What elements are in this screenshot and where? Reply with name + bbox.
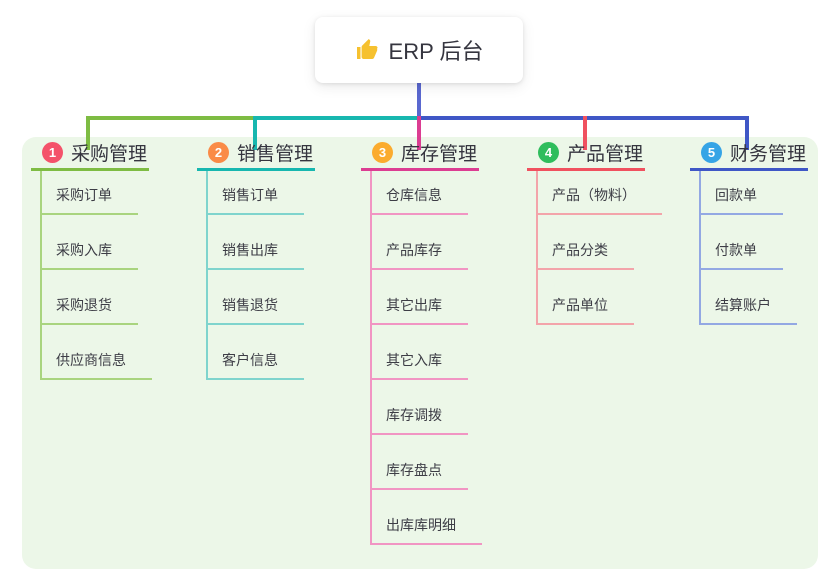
child-node[interactable]: 库存盘点 xyxy=(372,435,468,490)
branch-number-badge: 4 xyxy=(538,142,559,163)
branch-drop-line-4 xyxy=(583,116,587,150)
root-node-label: ERP 后台 xyxy=(388,39,484,64)
branch-node[interactable]: 2 销售管理 xyxy=(197,142,316,171)
child-node[interactable]: 销售出库 xyxy=(208,215,304,270)
child-node[interactable]: 产品分类 xyxy=(538,215,634,270)
child-node[interactable]: 采购退货 xyxy=(42,270,138,325)
connector-segment-teal xyxy=(253,116,421,120)
connector-segment-green xyxy=(86,116,257,120)
branch-number-badge: 5 xyxy=(701,142,722,163)
branch-number-badge: 2 xyxy=(208,142,229,163)
branch-node[interactable]: 3 库存管理 xyxy=(361,142,480,171)
branch-children: 回款单付款单结算账户 xyxy=(699,171,797,325)
branch-label: 采购管理 xyxy=(71,144,148,165)
root-connector-line xyxy=(417,82,421,118)
child-node[interactable]: 付款单 xyxy=(701,215,783,270)
child-node[interactable]: 采购订单 xyxy=(42,171,138,215)
branch: 2 销售管理 销售订单销售出库销售退货客户信息 xyxy=(197,142,316,380)
child-node[interactable]: 供应商信息 xyxy=(42,325,152,380)
branch-number-badge: 1 xyxy=(42,142,63,163)
branch-label: 销售管理 xyxy=(237,144,314,165)
branch-number-badge: 3 xyxy=(372,142,393,163)
branch-children: 产品（物料）产品分类产品单位 xyxy=(536,171,662,325)
child-node[interactable]: 出库库明细 xyxy=(372,490,482,545)
branch-drop-line-3 xyxy=(417,116,421,150)
thumbs-up-icon xyxy=(355,38,379,62)
child-node[interactable]: 销售订单 xyxy=(208,171,304,215)
branch: 3 库存管理 仓库信息产品库存其它出库其它入库库存调拨库存盘点出库库明细 xyxy=(361,142,482,545)
branch: 5 财务管理 回款单付款单结算账户 xyxy=(690,142,809,325)
branch: 1 采购管理 采购订单采购入库采购退货供应商信息 xyxy=(31,142,152,380)
branch-drop-line-2 xyxy=(253,116,257,150)
child-node[interactable]: 销售退货 xyxy=(208,270,304,325)
root-node[interactable]: ERP 后台 xyxy=(315,17,523,83)
child-node[interactable]: 结算账户 xyxy=(701,270,797,325)
branch-label: 财务管理 xyxy=(730,144,807,165)
branch-label: 库存管理 xyxy=(401,144,478,165)
branch-drop-line-1 xyxy=(86,116,90,150)
branch-children: 销售订单销售出库销售退货客户信息 xyxy=(206,171,304,380)
branch-children: 仓库信息产品库存其它出库其它入库库存调拨库存盘点出库库明细 xyxy=(370,171,482,545)
child-node[interactable]: 产品库存 xyxy=(372,215,468,270)
child-node[interactable]: 仓库信息 xyxy=(372,171,468,215)
child-node[interactable]: 客户信息 xyxy=(208,325,304,380)
child-node[interactable]: 产品单位 xyxy=(538,270,634,325)
child-node[interactable]: 其它出库 xyxy=(372,270,468,325)
branch-node[interactable]: 4 产品管理 xyxy=(527,142,646,171)
child-node[interactable]: 其它入库 xyxy=(372,325,468,380)
branches-panel xyxy=(22,137,818,569)
branch: 4 产品管理 产品（物料）产品分类产品单位 xyxy=(527,142,662,325)
branch-children: 采购订单采购入库采购退货供应商信息 xyxy=(40,171,152,380)
child-node[interactable]: 回款单 xyxy=(701,171,783,215)
branch-node[interactable]: 1 采购管理 xyxy=(31,142,150,171)
branch-label: 产品管理 xyxy=(567,144,644,165)
child-node[interactable]: 库存调拨 xyxy=(372,380,468,435)
branch-node[interactable]: 5 财务管理 xyxy=(690,142,809,171)
child-node[interactable]: 产品（物料） xyxy=(538,171,662,215)
branch-drop-line-5 xyxy=(745,116,749,150)
child-node[interactable]: 采购入库 xyxy=(42,215,138,270)
